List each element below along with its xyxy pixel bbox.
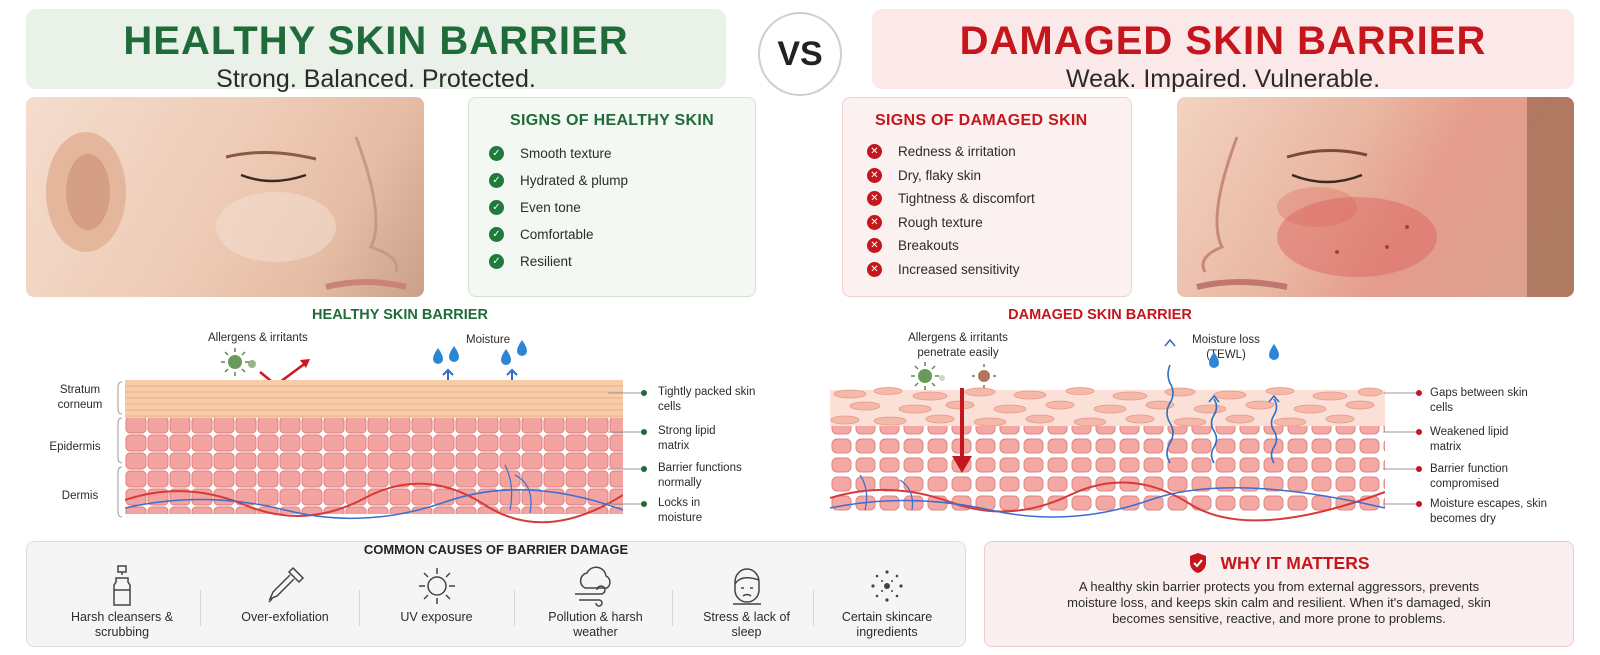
sign-label: Comfortable bbox=[520, 227, 594, 242]
sign-label: Increased sensitivity bbox=[898, 261, 1020, 277]
healthy-diagram-title: HEALTHY SKIN BARRIER bbox=[312, 307, 488, 323]
damaged-callout: Weakened lipid matrix bbox=[1430, 426, 1509, 453]
list-item: ✕ Increased sensitivity bbox=[861, 258, 1113, 282]
cause-item: Pollution & harsh weather bbox=[533, 564, 658, 646]
dropper-icon bbox=[268, 566, 305, 603]
check-icon: ✓ bbox=[489, 200, 504, 215]
cause-label: UV exposure bbox=[400, 610, 473, 624]
healthy-skin-layers bbox=[125, 380, 623, 524]
damaged-subtitle: Weak. Impaired. Vulnerable. bbox=[1065, 65, 1381, 93]
sign-label: Dry, flaky skin bbox=[898, 167, 982, 183]
damaged-callout: Moisture escapes, skin becomes dry bbox=[1430, 498, 1547, 525]
x-icon: ✕ bbox=[867, 191, 882, 207]
causes-title: COMMON CAUSES OF BARRIER DAMAGE bbox=[363, 542, 629, 557]
moisture-loss-arrow bbox=[1164, 338, 1280, 464]
healthy-callout-lines bbox=[608, 390, 647, 507]
cause-label: Harsh cleansers & scrubbing bbox=[70, 610, 174, 639]
cloud-wind-icon bbox=[574, 566, 611, 607]
water-drop-icon bbox=[1209, 344, 1279, 368]
damaged-signs-panel: SIGNS OF DAMAGED SKIN ✕ Redness & irritat… bbox=[842, 97, 1132, 297]
list-item: ✓ Even tone bbox=[487, 194, 737, 221]
healthy-callout: Tightly packed skin cells bbox=[658, 386, 756, 413]
sign-label: Breakouts bbox=[898, 238, 959, 254]
sign-label: Redness & irritation bbox=[898, 144, 1016, 160]
cause-item: Certain skincare ingredients bbox=[827, 564, 947, 646]
healthy-callout: Barrier functions normally bbox=[658, 462, 742, 489]
damaged-face-photo bbox=[1177, 97, 1574, 297]
sign-label: Even tone bbox=[520, 200, 581, 215]
list-item: ✕ Breakouts bbox=[861, 234, 1113, 258]
cause-item: Harsh cleansers & scrubbing bbox=[67, 564, 177, 646]
causes-panel: COMMON CAUSES OF BARRIER DAMAGE Harsh cl… bbox=[26, 541, 966, 647]
healthy-subtitle: Strong. Balanced. Protected. bbox=[216, 65, 536, 93]
healthy-signs-panel: SIGNS OF HEALTHY SKIN ✓ Smooth texture ✓ H… bbox=[468, 97, 756, 297]
cause-item: Over-exfoliation bbox=[225, 564, 345, 646]
list-item: ✓ Resilient bbox=[487, 248, 737, 275]
damaged-header: DAMAGED SKIN BARRIER Weak. Impaired. Vul… bbox=[872, 9, 1574, 93]
cause-label: Pollution & harsh weather bbox=[548, 610, 643, 639]
cause-label: Over-exfoliation bbox=[241, 610, 329, 624]
damaged-callout: Barrier function compromised bbox=[1430, 463, 1508, 490]
check-icon: ✓ bbox=[489, 173, 504, 188]
why-title-text: WHY IT MATTERS bbox=[1220, 552, 1370, 573]
damaged-skin-layers bbox=[830, 387, 1385, 522]
allergen-icon bbox=[221, 348, 256, 376]
sun-icon bbox=[418, 568, 455, 604]
bottle-icon bbox=[113, 565, 131, 606]
healthy-title: HEALTHY SKIN BARRIER bbox=[123, 19, 629, 63]
list-item: ✕ Redness & irritation bbox=[861, 140, 1113, 164]
healthy-callout: Locks in moisture bbox=[658, 497, 703, 524]
healthy-allergens-label: Allergens & irritants bbox=[208, 332, 308, 344]
cause-item: Stress & lack of sleep bbox=[689, 564, 804, 646]
penetrate-arrow bbox=[952, 456, 972, 473]
sign-label: Tightness & discomfort bbox=[898, 191, 1035, 207]
sign-label: Hydrated & plump bbox=[520, 173, 629, 188]
layer-brackets bbox=[117, 381, 123, 518]
shield-icon bbox=[1190, 553, 1207, 573]
layer-label-dermis: Dermis bbox=[61, 490, 99, 502]
cause-item: UV exposure bbox=[379, 564, 494, 646]
sign-label: Resilient bbox=[520, 254, 572, 269]
allergen-icon bbox=[911, 362, 996, 390]
x-icon: ✕ bbox=[867, 238, 882, 254]
x-icon: ✕ bbox=[867, 144, 882, 160]
check-icon: ✓ bbox=[489, 254, 504, 269]
water-drop-icon bbox=[433, 340, 527, 365]
healthy-header: HEALTHY SKIN BARRIER Strong. Balanced. P… bbox=[26, 9, 726, 93]
sign-label: Rough texture bbox=[898, 214, 983, 230]
damaged-surface-icons bbox=[911, 338, 1280, 473]
list-item: ✕ Tightness & discomfort bbox=[861, 187, 1113, 211]
x-icon: ✕ bbox=[867, 214, 882, 230]
list-item: ✓ Smooth texture bbox=[487, 140, 737, 167]
damaged-title: DAMAGED SKIN BARRIER bbox=[959, 19, 1487, 63]
damaged-allergens-label: Allergens & irritants penetrate easily bbox=[908, 332, 1008, 359]
healthy-signs-title: SIGNS OF HEALTHY SKIN bbox=[510, 112, 714, 129]
why-text: A healthy skin barrier protects you from… bbox=[1067, 579, 1491, 626]
damaged-callout: Gaps between skin cells bbox=[1430, 387, 1528, 414]
list-item: ✓ Comfortable bbox=[487, 221, 737, 248]
check-icon: ✓ bbox=[489, 146, 504, 161]
layer-label-stratum: Stratum corneum bbox=[57, 384, 103, 411]
cause-label: Stress & lack of sleep bbox=[703, 610, 790, 639]
list-item: ✕ Rough texture bbox=[861, 211, 1113, 235]
healthy-moisture-label: Moisture bbox=[466, 334, 511, 346]
sign-label: Smooth texture bbox=[520, 146, 612, 161]
particles-icon bbox=[871, 570, 903, 602]
check-icon: ✓ bbox=[489, 227, 504, 242]
cause-label: Certain skincare ingredients bbox=[841, 610, 933, 639]
healthy-face-photo bbox=[26, 97, 424, 297]
damaged-diagram-title: DAMAGED SKIN BARRIER bbox=[1008, 307, 1192, 323]
list-item: ✕ Dry, flaky skin bbox=[861, 164, 1113, 188]
damaged-callout-lines bbox=[1383, 390, 1422, 507]
layer-label-epidermis: Epidermis bbox=[49, 441, 101, 453]
why-title: WHY IT MATTERS bbox=[985, 552, 1573, 574]
damaged-signs-title: SIGNS OF DAMAGED SKIN bbox=[875, 112, 1088, 129]
why-panel: WHY IT MATTERS A healthy skin barrier pr… bbox=[984, 541, 1574, 647]
x-icon: ✕ bbox=[867, 167, 882, 183]
x-icon: ✕ bbox=[867, 261, 882, 277]
healthy-callout: Strong lipid matrix bbox=[658, 425, 716, 452]
stressed-face-icon bbox=[732, 568, 761, 605]
list-item: ✓ Hydrated & plump bbox=[487, 167, 737, 194]
vs-badge: VS bbox=[758, 12, 842, 96]
